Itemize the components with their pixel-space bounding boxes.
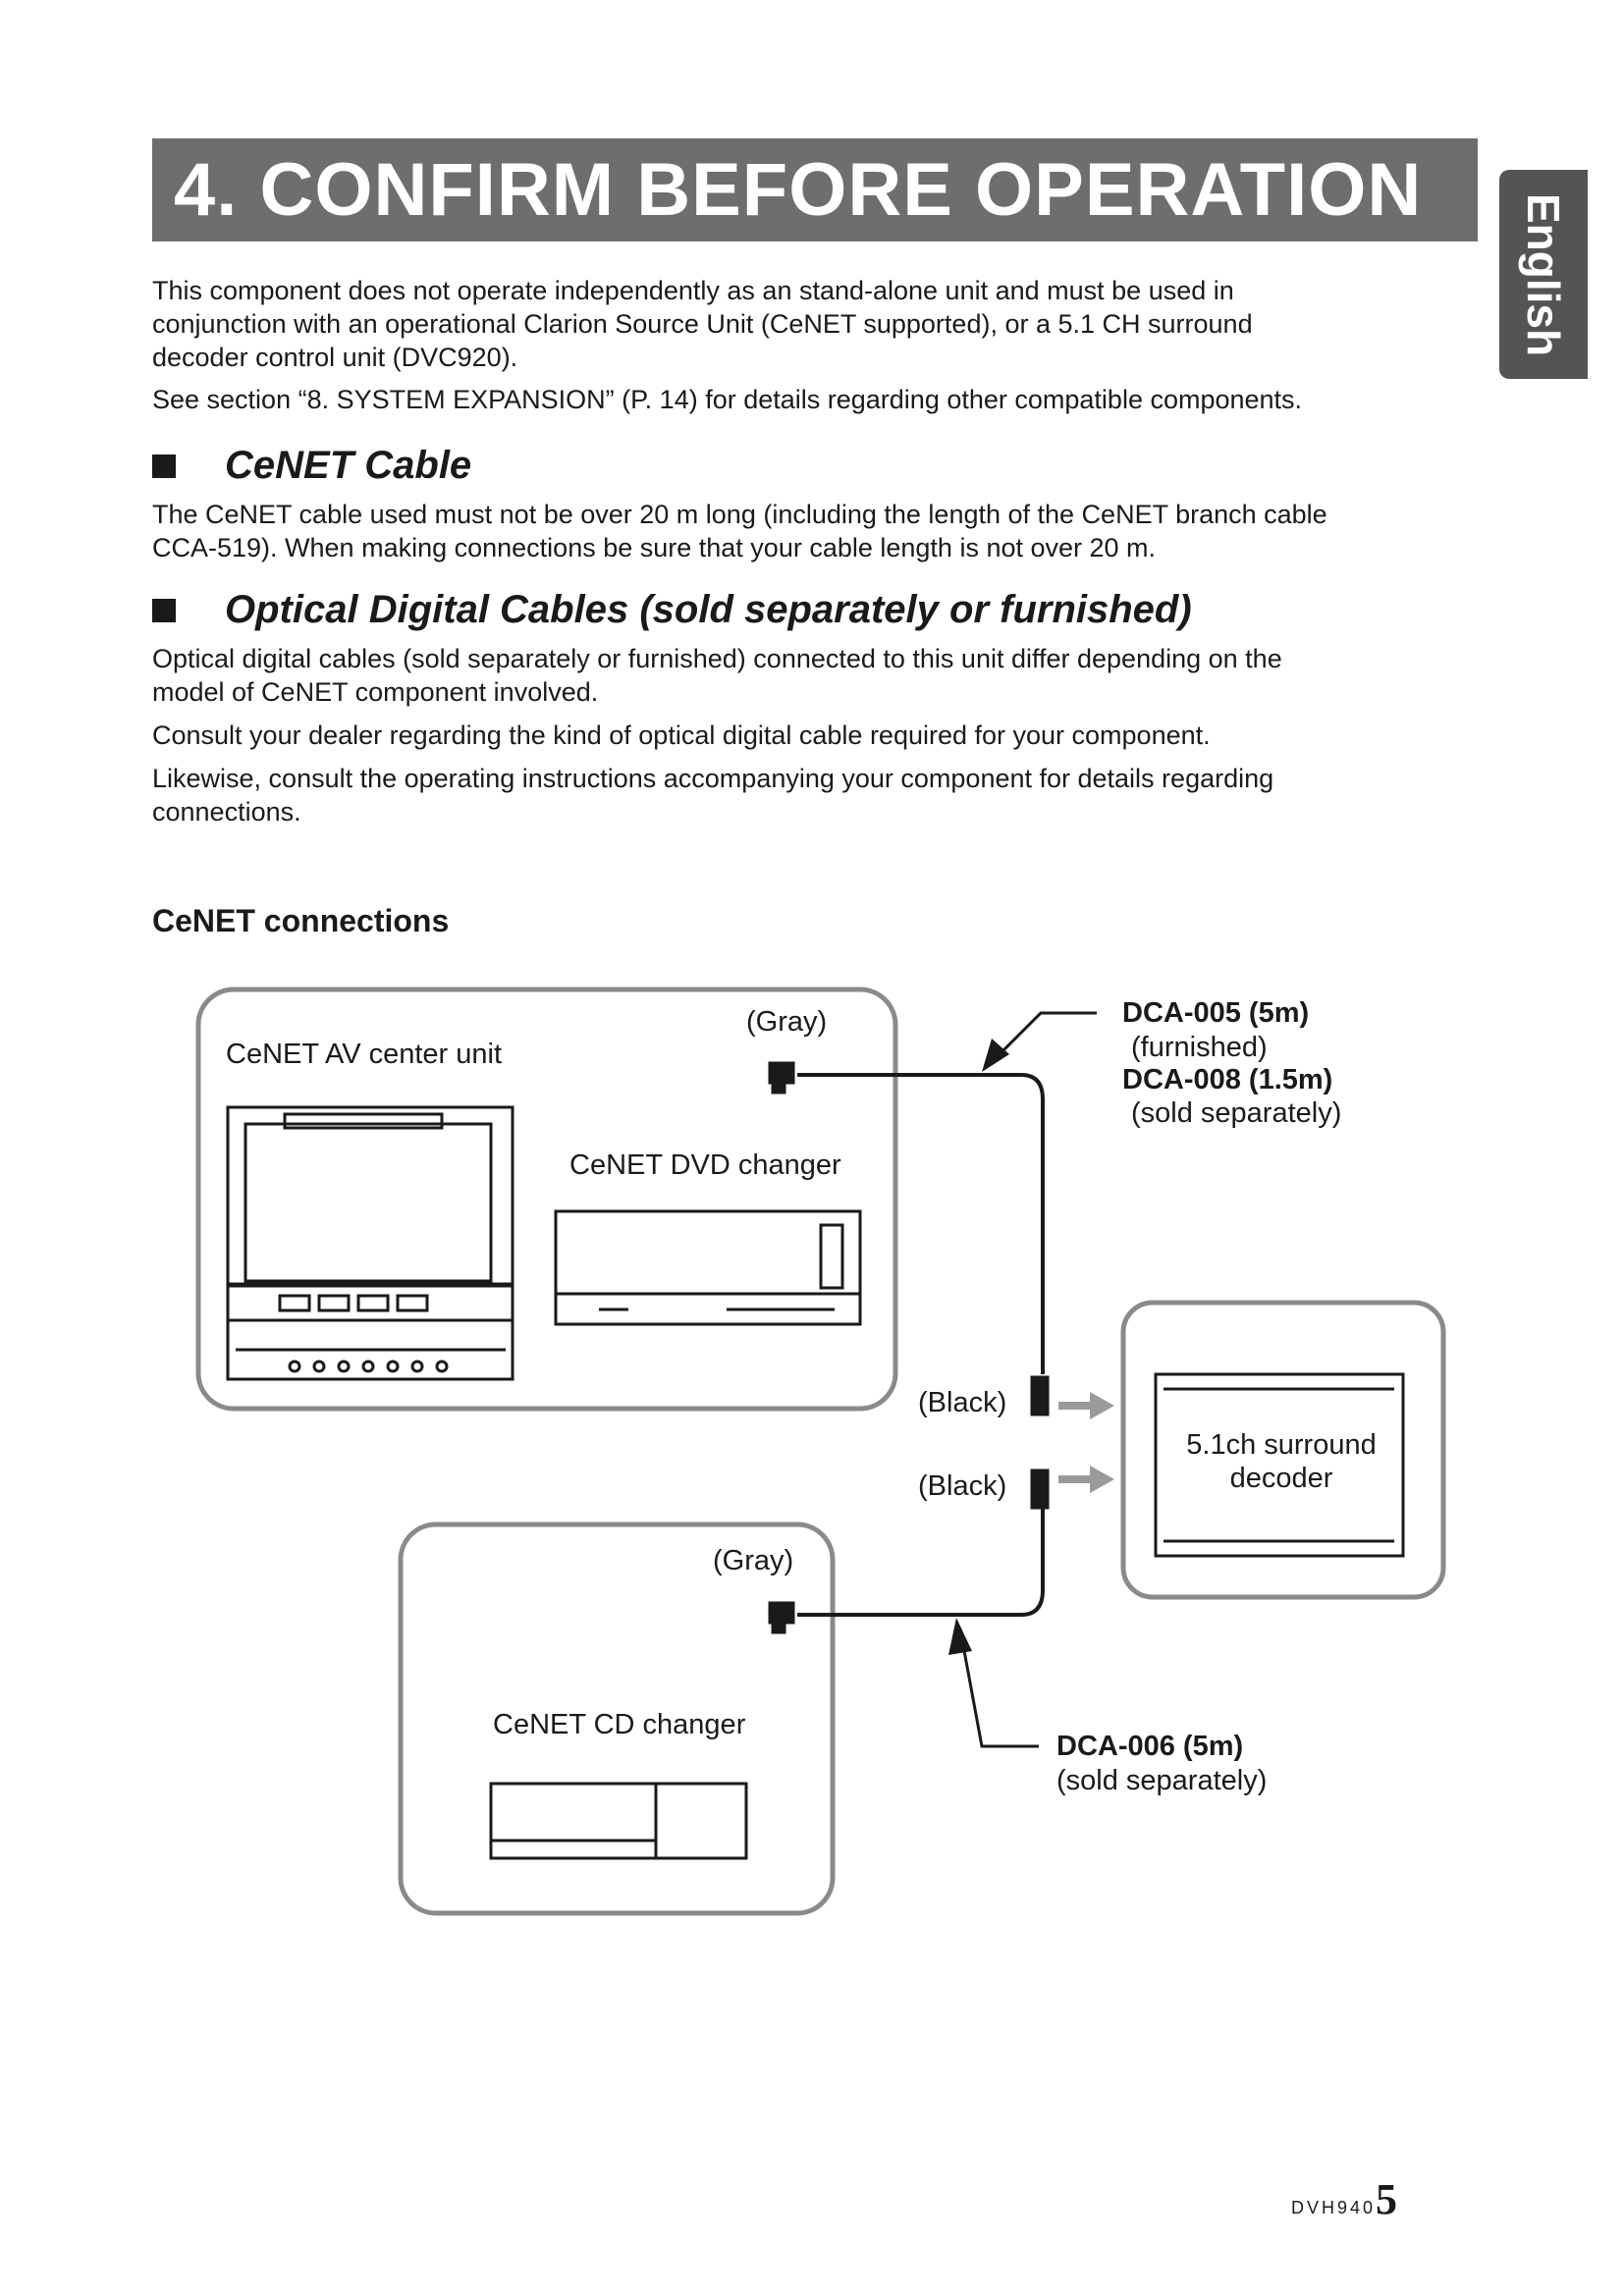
dca005-label: DCA-005 (5m) — [1122, 997, 1310, 1029]
page-number: 5 — [1376, 2175, 1398, 2223]
decoder-label-line: decoder — [1229, 1463, 1333, 1494]
dca008-label: DCA-008 (1.5m) — [1122, 1064, 1333, 1095]
optical-cable — [797, 1073, 1045, 1617]
intro-line: This component does not operate independ… — [152, 276, 1234, 305]
leader-arrowhead-icon — [948, 1039, 1009, 1655]
av-center-box — [195, 987, 898, 1412]
intro-paragraph-1: This component does not operate independ… — [152, 274, 1488, 374]
optical-line: Optical digital cables (sold separately … — [152, 644, 1282, 673]
bullet-square-icon — [152, 454, 176, 478]
optical-heading-text: Optical Digital Cables (sold separately … — [225, 588, 1192, 631]
gray-bottom-label: (Gray) — [713, 1545, 794, 1576]
optical-heading: Optical Digital Cables (sold separately … — [152, 588, 1192, 632]
intro-line: decoder control unit (DVC920). — [152, 343, 518, 372]
optical-paragraph-2: Consult your dealer regarding the kind o… — [152, 721, 1211, 750]
leader-line — [958, 1011, 1097, 1748]
black-bottom-label: (Black) — [918, 1470, 1007, 1502]
dvd-changer-label: CeNET DVD changer — [569, 1149, 841, 1181]
section-title: 4. CONFIRM BEFORE OPERATION — [152, 138, 1478, 241]
cenet-cable-line: CCA-519). When making connections be sur… — [152, 533, 1157, 562]
intro-line: conjunction with an operational Clarion … — [152, 309, 1253, 339]
black-top-label: (Black) — [918, 1387, 1007, 1418]
optical-paragraph-3: Likewise, consult the operating instruct… — [152, 762, 1488, 828]
decoder-label: 5.1ch surround decoder — [1159, 1428, 1404, 1495]
dca005-note: (furnished) — [1131, 1032, 1268, 1063]
dca008-note: (sold separately) — [1131, 1097, 1342, 1129]
decoder-box — [1120, 1300, 1446, 1600]
decoder-label-line: 5.1ch surround — [1186, 1429, 1377, 1461]
optical-paragraph-1: Optical digital cables (sold separately … — [152, 642, 1488, 709]
dca006-note: (sold separately) — [1056, 1765, 1268, 1796]
av-center-label: CeNET AV center unit — [226, 1039, 503, 1070]
connector-icon — [768, 1061, 1050, 1634]
av-center-unit-icon — [226, 1105, 514, 1381]
gray-top-label: (Gray) — [746, 1006, 828, 1038]
diagram-heading: CeNET connections — [152, 903, 450, 938]
cenet-cable-paragraph: The CeNET cable used must not be over 20… — [152, 498, 1488, 564]
optical-line: connections. — [152, 797, 301, 827]
dvd-changer-icon — [554, 1209, 862, 1326]
page-footer: DVH940 5 — [1291, 2174, 1397, 2224]
decoder-icon — [1154, 1372, 1405, 1558]
language-tab: English — [1499, 170, 1588, 379]
cd-changer-box — [398, 1522, 836, 1916]
optical-line: model of CeNET component involved. — [152, 677, 599, 707]
cd-changer-icon — [489, 1782, 748, 1860]
cenet-cable-heading: CeNET Cable — [152, 444, 471, 488]
model-number: DVH940 — [1291, 2198, 1377, 2217]
bullet-square-icon — [152, 598, 176, 622]
cenet-cable-heading-text: CeNET Cable — [225, 444, 472, 487]
dca006-label: DCA-006 (5m) — [1056, 1731, 1244, 1762]
cd-changer-label: CeNET CD changer — [493, 1709, 746, 1740]
arrow-icon — [1058, 1392, 1114, 1493]
cenet-cable-line: The CeNET cable used must not be over 20… — [152, 500, 1327, 529]
intro-paragraph-2: See section “8. SYSTEM EXPANSION” (P. 14… — [152, 385, 1303, 414]
optical-line: Likewise, consult the operating instruct… — [152, 764, 1274, 793]
